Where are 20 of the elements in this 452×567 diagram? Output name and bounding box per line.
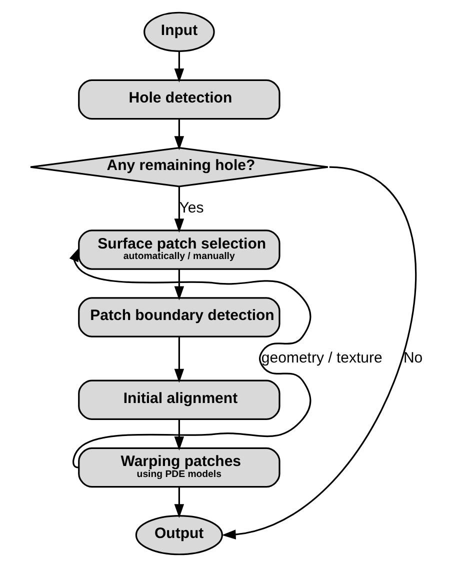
arrow	[174, 186, 184, 233]
arrow	[174, 420, 184, 450]
edge-label: Yes	[178, 199, 204, 216]
edge-label: No	[402, 350, 422, 367]
arrow	[174, 119, 184, 150]
node-box: Surface patch selection automatically / manually	[78, 230, 280, 270]
node-ellipse: Output	[134, 514, 222, 556]
node-box: Warping patches using PDE models	[78, 447, 280, 488]
arrow	[174, 52, 184, 82]
node-box: Patch boundary detection	[78, 297, 280, 338]
arrow	[68, 247, 311, 468]
arrow	[221, 166, 416, 540]
node-box: Initial alignment	[78, 380, 280, 420]
node-ellipse: Input	[143, 12, 214, 52]
edge-label: geometry / texture	[260, 350, 382, 367]
node-box: Hole detection	[78, 79, 280, 120]
arrow	[174, 269, 184, 300]
arrow	[174, 336, 184, 383]
node-diamond: Any remaining hole?	[29, 146, 328, 188]
arrow	[174, 487, 184, 518]
